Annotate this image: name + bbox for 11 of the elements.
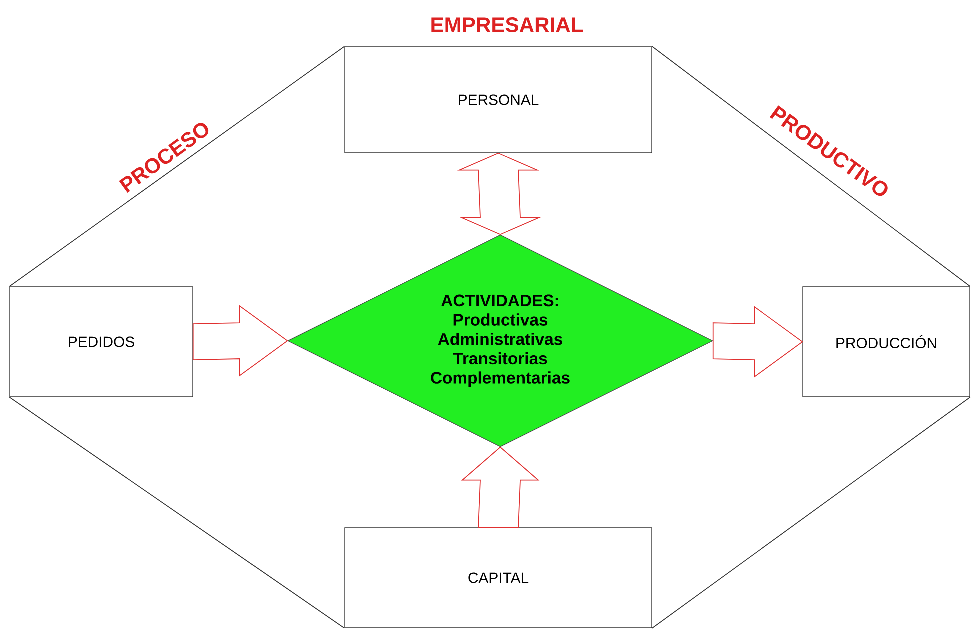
block-arrow [461,446,540,528]
block-arrow [192,305,288,377]
process-box: PERSONAL [344,46,652,154]
connector-line [652,46,971,288]
block-arrow [712,306,804,378]
connector-line [9,396,346,629]
process-box: CAPITAL [344,528,652,628]
connector-line [652,396,971,629]
process-box: PEDIDOS [10,286,194,398]
process-box: PRODUCCIÓN [802,286,970,398]
connector-line [9,46,346,288]
